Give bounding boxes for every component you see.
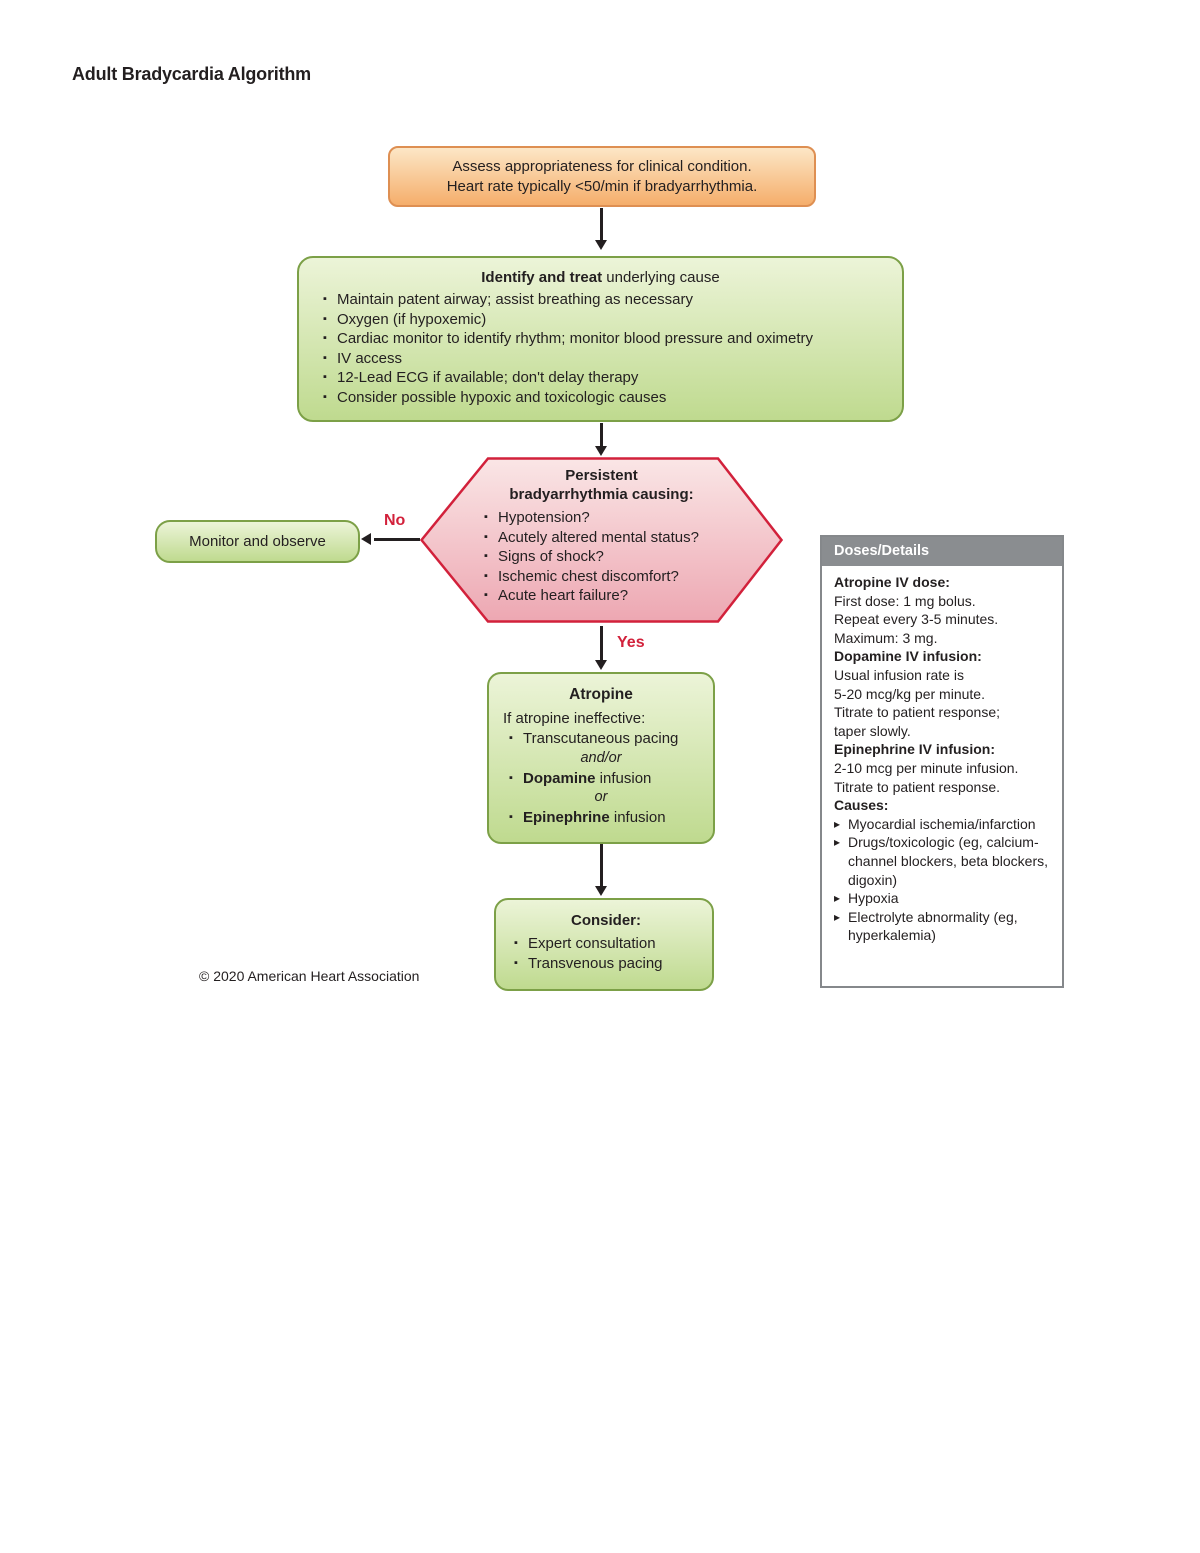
dose-line: Titrate to patient response;	[834, 704, 1001, 721]
dose-section-heading: Causes:	[834, 797, 889, 814]
list-item: IV access	[321, 349, 886, 369]
identify-treat-box: Identify and treat underlying cause Main…	[297, 256, 904, 422]
doses-details-panel: Doses/Details Atropine IV dose: First do…	[820, 535, 1064, 988]
identify-treat-title: Identify and treat underlying cause	[315, 267, 886, 288]
dose-line: taper slowly.	[834, 722, 911, 739]
causes-list: Myocardial ischemia/infarction Drugs/tox…	[834, 815, 1052, 945]
copyright-text: © 2020 American Heart Association	[199, 968, 420, 984]
list-item: Myocardial ischemia/infarction	[834, 815, 1052, 834]
decision-content: Persistent bradyarrhythmia causing: Hypo…	[420, 457, 783, 623]
atropine-title: Atropine	[569, 686, 633, 703]
persistent-bradyarrhythmia-decision: Persistent bradyarrhythmia causing: Hypo…	[420, 457, 783, 623]
arrow-assess-to-identify-head	[595, 240, 607, 250]
drug-name: Dopamine	[523, 769, 596, 787]
list-item: Signs of shock?	[482, 547, 783, 567]
arrow-decision-to-atropine-head	[595, 660, 607, 670]
atropine-subtitle: If atropine ineffective:	[503, 710, 646, 727]
list-item: Maintain patent airway; assist breathing…	[321, 290, 886, 310]
identify-bullet-list: Maintain patent airway; assist breathing…	[321, 290, 886, 407]
list-item: Oxygen (if hypoxemic)	[321, 310, 886, 330]
assess-line1: Assess appropriateness for clinical cond…	[452, 157, 752, 175]
atropine-box: Atropine If atropine ineffective: Transc…	[487, 672, 715, 844]
dose-line: First dose: 1 mg bolus.	[834, 592, 976, 609]
arrow-assess-to-identify-line	[600, 208, 603, 241]
list-item: Electrolyte abnormality (eg, hyperkalemi…	[834, 908, 1052, 945]
atropine-option-list: Dopamine infusion	[507, 769, 699, 789]
atropine-option-list: Transcutaneous pacing	[507, 729, 699, 749]
assess-box: Assess appropriateness for clinical cond…	[388, 146, 816, 207]
drug-rest: infusion	[595, 769, 652, 787]
dose-line: Repeat every 3-5 minutes.	[834, 611, 999, 628]
arrow-decision-to-atropine-line	[600, 626, 603, 661]
doses-details-body: Atropine IV dose: First dose: 1 mg bolus…	[822, 566, 1062, 945]
arrow-atropine-to-consider-line	[600, 844, 603, 887]
drug-rest: infusion	[609, 809, 666, 826]
list-item: Drugs/toxicologic (eg, calcium-channel b…	[834, 833, 1052, 889]
dose-line: Usual infusion rate is	[834, 666, 964, 683]
list-item: Expert consultation	[512, 934, 700, 954]
monitor-observe-label: Monitor and observe	[189, 533, 326, 550]
list-item: Cardiac monitor to identify rhythm; moni…	[321, 329, 886, 349]
list-item: Epinephrine infusion	[507, 808, 699, 828]
page-title: Adult Bradycardia Algorithm	[72, 64, 311, 84]
decision-title-line1: Persistent	[565, 467, 638, 484]
list-item: Transcutaneous pacing	[507, 729, 699, 749]
atropine-option-list: Epinephrine infusion	[507, 808, 699, 828]
identify-title-rest: underlying cause	[606, 269, 720, 286]
atropine-connector-1: and/or	[580, 749, 622, 766]
decision-title-line2: bradyarrhythmia causing:	[509, 486, 694, 503]
atropine-connector-2: or	[594, 789, 608, 805]
list-item: Consider possible hypoxic and toxicologi…	[321, 388, 886, 408]
doses-details-header: Doses/Details	[822, 537, 1062, 566]
arrow-identify-to-decision-head	[595, 446, 607, 456]
consider-bullet-list: Expert consultation Transvenous pacing	[512, 934, 700, 973]
dose-section-heading: Epinephrine IV infusion:	[834, 741, 995, 758]
drug-name: Epinephrine	[523, 809, 610, 826]
decision-bullet-list: Hypotension? Acutely altered mental stat…	[420, 508, 783, 606]
list-item: Acute heart failure?	[482, 586, 783, 606]
list-item: Dopamine infusion	[507, 769, 699, 789]
dose-line: 5-20 mcg/kg per minute.	[834, 685, 985, 702]
list-item: Hypotension?	[482, 508, 783, 528]
assess-line2: Heart rate typically <50/min if bradyarr…	[446, 177, 758, 195]
dose-line: Maximum: 3 mg.	[834, 629, 938, 646]
dose-line: Titrate to patient response.	[834, 778, 1001, 795]
arrow-decision-to-monitor-line	[374, 538, 420, 541]
list-item: 12-Lead ECG if available; don't delay th…	[321, 368, 886, 388]
arrow-decision-to-monitor-head	[361, 533, 371, 545]
yes-branch-label: Yes	[617, 634, 645, 651]
identify-title-bold: Identify and treat	[481, 269, 607, 286]
arrow-identify-to-decision-line	[600, 423, 603, 447]
dose-line: 2-10 mcg per minute infusion.	[834, 759, 1019, 776]
consider-box: Consider: Expert consultation Transvenou…	[494, 898, 714, 991]
monitor-observe-box: Monitor and observe	[155, 520, 360, 563]
list-item: Hypoxia	[834, 889, 1052, 908]
consider-title: Consider:	[570, 912, 641, 929]
list-item: Transvenous pacing	[512, 954, 700, 974]
dose-section-heading: Dopamine IV infusion:	[834, 648, 982, 665]
arrow-atropine-to-consider-head	[595, 886, 607, 896]
list-item: Acutely altered mental status?	[482, 528, 783, 548]
no-branch-label: No	[384, 512, 406, 529]
dose-section-heading: Atropine IV dose:	[834, 574, 950, 590]
list-item: Ischemic chest discomfort?	[482, 567, 783, 587]
